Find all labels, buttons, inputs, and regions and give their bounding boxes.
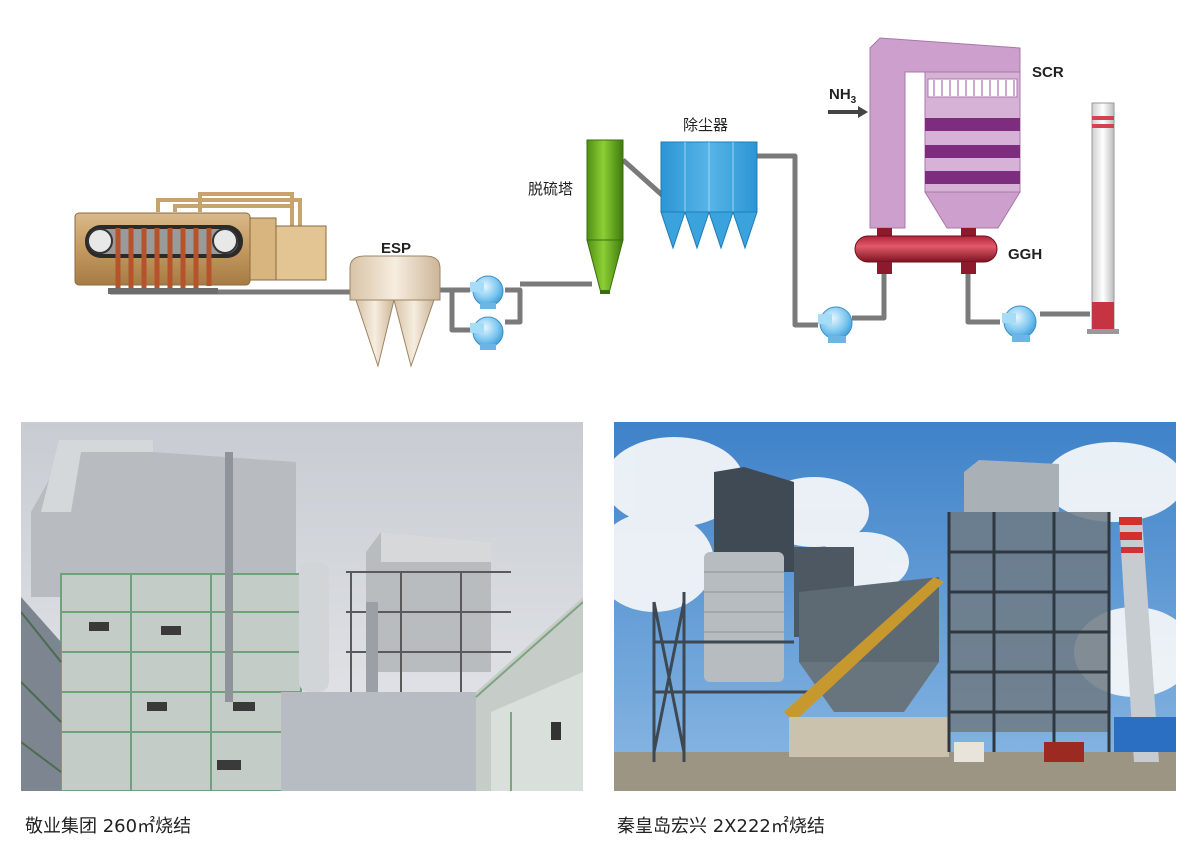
label-ggh: GGH — [1008, 246, 1043, 263]
fan-3 — [818, 306, 853, 343]
dust-collector — [660, 141, 758, 250]
label-desulfurization-tower: 脱硫塔 — [528, 180, 574, 198]
label-nh3: NH3 — [829, 86, 856, 106]
duct-lines — [110, 153, 1090, 333]
caption-photo-2: 秦皇岛宏兴 2X222㎡烧结 — [617, 816, 825, 837]
photo-plant-1 — [21, 422, 583, 791]
esp-unit — [349, 255, 441, 368]
process-flow-diagram — [74, 37, 1119, 368]
desulfurization-tower — [586, 139, 624, 294]
photo-plant-2 — [614, 422, 1176, 791]
label-esp: ESP — [381, 240, 412, 257]
fan-2 — [470, 316, 504, 350]
chimney-stack — [1087, 102, 1119, 334]
fan-1 — [470, 275, 504, 309]
fan-4 — [1002, 305, 1037, 342]
ggh-heat-exchanger — [854, 228, 998, 274]
label-dust-collector: 除尘器 — [683, 116, 729, 134]
caption-photo-1: 敬业集团 260㎡烧结 — [25, 816, 192, 837]
photo-plant-2-illustration — [614, 422, 1176, 791]
label-nh3-subscript: 3 — [850, 95, 857, 106]
label-nh3-main: NH — [829, 86, 851, 103]
sintering-machine — [74, 192, 327, 294]
scr-reactor — [828, 37, 1021, 229]
label-scr: SCR — [1032, 64, 1064, 81]
photo-plant-1-illustration — [21, 422, 583, 791]
